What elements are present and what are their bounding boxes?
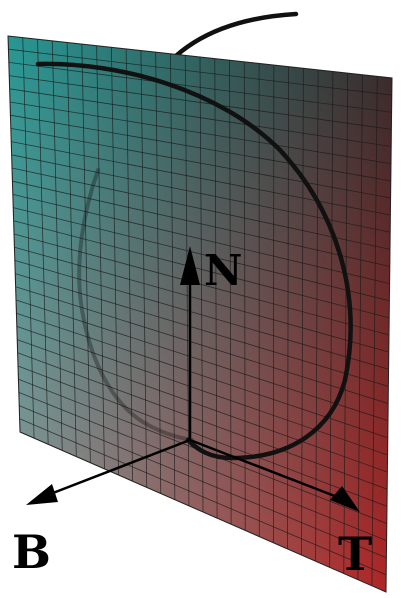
plane-border — [7, 35, 393, 593]
grid-line — [14, 246, 389, 353]
grid-line — [19, 418, 387, 576]
grid-line — [8, 48, 392, 96]
grid-line — [9, 101, 392, 165]
grid-line — [11, 141, 391, 216]
binormal-vector-arrow — [26, 438, 191, 505]
grid-line — [10, 128, 391, 199]
grid-line — [8, 62, 392, 113]
tangent-vector-arrow — [189, 438, 360, 512]
curve-front-segment — [35, 61, 353, 461]
grid-line — [17, 352, 388, 490]
grid-line — [12, 194, 390, 284]
grid-line — [10, 114, 391, 182]
normal-label: N — [204, 246, 242, 295]
grid-line — [15, 286, 389, 404]
binormal-label: B — [12, 525, 51, 579]
normal-vector-arrow — [180, 246, 200, 440]
grid-line — [13, 233, 390, 336]
grid-line — [18, 392, 387, 541]
grid-line — [9, 75, 392, 130]
plane-grid — [8, 36, 392, 592]
grid-line — [17, 365, 388, 507]
grid-line — [9, 88, 392, 147]
grid-line — [11, 167, 391, 250]
grid-line — [13, 207, 390, 302]
grid-line — [13, 220, 390, 319]
grid-line — [12, 180, 390, 267]
curve-through-plane-segment — [77, 168, 194, 442]
tangent-label: T — [338, 527, 372, 581]
grid-line — [14, 260, 389, 370]
grid-line — [17, 339, 388, 473]
grid-line — [19, 405, 387, 559]
grid-line — [15, 273, 389, 387]
grid-line — [15, 299, 389, 422]
grid-line — [16, 326, 388, 456]
